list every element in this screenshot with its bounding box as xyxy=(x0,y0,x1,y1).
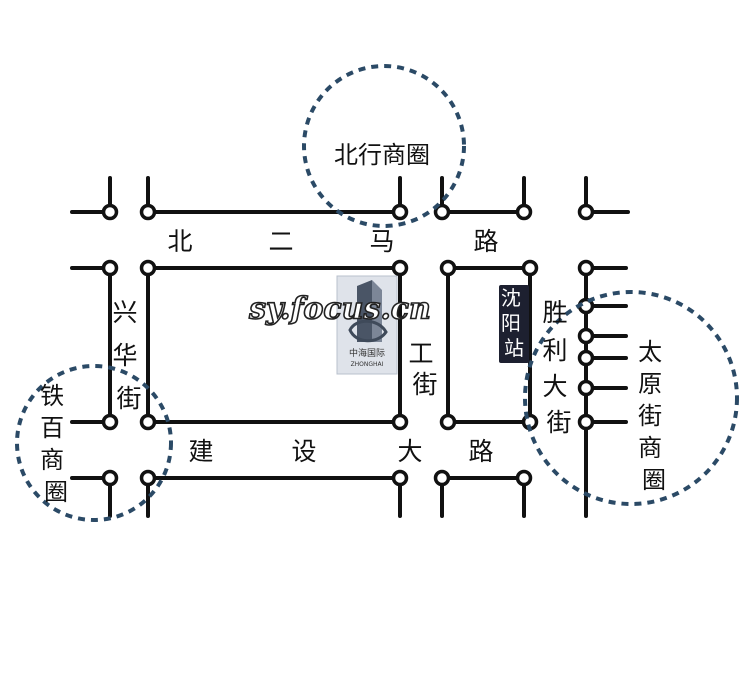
road-char: 路 xyxy=(468,437,493,466)
interchange-node-icon xyxy=(577,379,595,397)
road-char: 大 xyxy=(543,372,568,401)
road-char: 北 xyxy=(168,227,193,256)
interchange-node-icon xyxy=(577,349,595,367)
road-label-xinghua-jie: 兴 华 街 xyxy=(113,298,146,413)
zone-circle-taiyuan xyxy=(523,290,739,506)
station-char: 沈 xyxy=(501,286,521,310)
station-label: 沈 阳 站 xyxy=(501,286,527,360)
interchange-node-icon xyxy=(139,203,157,221)
interchange-node-icon xyxy=(391,413,409,431)
zone-circle-tiebai xyxy=(15,364,173,522)
station-char: 站 xyxy=(504,336,524,360)
interchange-node-icon xyxy=(577,203,595,221)
road-char: 设 xyxy=(292,437,317,466)
road-label-bei-er-ma-lu: 北 二 马 路 xyxy=(168,227,499,256)
interchange-node-icon xyxy=(439,259,457,277)
road-char: 街 xyxy=(546,408,571,437)
road-char: 华 xyxy=(113,341,138,370)
interchange-node-icon xyxy=(101,413,119,431)
road-label-shengli-dajie: 胜 利 大 街 xyxy=(543,298,576,437)
logo-name: 中海国际 xyxy=(349,347,385,359)
interchange-node-icon xyxy=(577,327,595,345)
zone-label-tiebai-1: 铁 xyxy=(40,382,64,410)
road-char: 二 xyxy=(269,227,294,256)
interchange-node-icon xyxy=(139,469,157,487)
building-logo-icon: 中海国际 ZHONGHAI xyxy=(336,275,398,375)
road-char: 路 xyxy=(473,227,498,256)
interchange-node-icon xyxy=(515,469,533,487)
station-marker: 沈 阳 站 xyxy=(499,285,529,363)
interchange-node-icon xyxy=(101,203,119,221)
interchange-node-icon xyxy=(433,469,451,487)
interchange-node-icon xyxy=(515,203,533,221)
zone-label-taiyuan-3: 街 xyxy=(638,402,662,430)
interchange-node-icon xyxy=(101,259,119,277)
road-char: 大 xyxy=(398,437,423,466)
road-char: 街 xyxy=(116,384,141,413)
interchange-node-icon xyxy=(139,259,157,277)
road-char: 建 xyxy=(189,437,214,466)
zone-label-tiebai: 铁 百 商 圈 xyxy=(40,382,72,506)
interchange-node-icon xyxy=(101,469,119,487)
road-char: 利 xyxy=(543,336,568,365)
zone-label-tiebai-4: 圈 xyxy=(44,478,68,506)
station-char: 阳 xyxy=(501,311,521,335)
road-label-gong-jie: 工 街 xyxy=(409,339,442,399)
road-char: 胜 xyxy=(543,298,568,327)
interchange-node-icon xyxy=(577,413,595,431)
watermark: sy.focus.cn xyxy=(248,292,431,327)
road-char: 兴 xyxy=(113,298,138,327)
interchange-node-icon xyxy=(391,469,409,487)
zone-label-taiyuan-5: 圈 xyxy=(642,466,666,494)
zone-label-tiebai-2: 百 xyxy=(40,414,64,442)
zone-label-taiyuan-2: 原 xyxy=(638,370,662,398)
interchange-node-icon xyxy=(391,203,409,221)
interchange-node-icon xyxy=(577,259,595,277)
zone-label-taiyuan-1: 太 xyxy=(638,338,662,366)
zone-label-taiyuan-4: 商 xyxy=(638,434,662,462)
road-label-jianshe-dalu: 建 设 大 路 xyxy=(189,437,494,466)
interchange-node-icon xyxy=(433,203,451,221)
road-char: 街 xyxy=(412,370,437,399)
zone-circle-beixing xyxy=(302,64,466,228)
interchange-node-icon xyxy=(391,259,409,277)
road-char: 工 xyxy=(409,339,434,368)
zone-label-beixing: 北行商圈 xyxy=(334,141,430,169)
road-char: 马 xyxy=(370,227,395,256)
interchange-node-icon xyxy=(521,259,539,277)
interchange-node-icon xyxy=(439,413,457,431)
zone-label-tiebai-3: 商 xyxy=(40,446,64,474)
logo-sub: ZHONGHAI xyxy=(351,361,384,368)
zone-label-taiyuan: 太 原 街 商 圈 xyxy=(638,338,670,494)
interchange-nodes xyxy=(101,203,595,487)
interchange-node-icon xyxy=(139,413,157,431)
